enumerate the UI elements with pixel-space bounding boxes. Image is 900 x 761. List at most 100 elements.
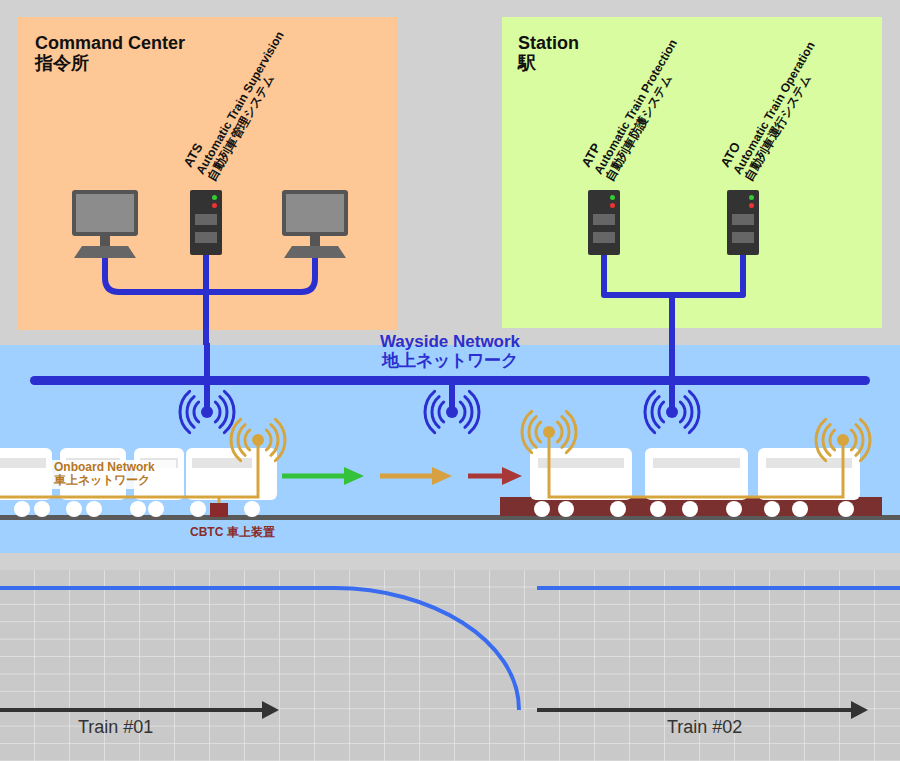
train-1	[192, 458, 252, 468]
train-label: Train #02	[667, 717, 742, 738]
antenna	[562, 417, 569, 448]
train-1	[34, 501, 50, 517]
antenna	[271, 425, 278, 456]
antenna	[536, 422, 541, 442]
device-label: CBTC 車上装置	[190, 524, 275, 541]
panel-heading: Station 駅	[518, 33, 594, 73]
antenna	[652, 397, 659, 428]
network-link	[672, 255, 743, 345]
train-2	[650, 501, 666, 517]
network-link	[604, 255, 672, 345]
monitor	[282, 190, 348, 258]
antenna	[666, 406, 678, 418]
train-2	[682, 501, 698, 517]
antenna	[201, 406, 213, 418]
antenna	[220, 397, 227, 428]
train-2	[726, 501, 742, 517]
train-1	[148, 501, 164, 517]
wayside-network-band: Onboard Network 車上ネットワークWayside Network …	[0, 345, 900, 553]
monitor	[72, 190, 138, 236]
antenna	[252, 434, 264, 446]
station-panel: ATPAutomatic Train Protection 自動列車防護システム…	[502, 17, 882, 328]
train-1	[0, 458, 46, 468]
movement-arrows	[344, 467, 364, 485]
ato-server: ATOAutomatic Train Operation 自動列車運行システム	[727, 190, 759, 255]
network-link	[203, 255, 209, 345]
train-2	[838, 501, 854, 517]
label-box: Command Center 指令所	[35, 33, 220, 73]
antenna	[645, 391, 655, 432]
antenna	[685, 397, 692, 428]
monitor	[284, 246, 346, 258]
network-label: Onboard Network 車上ネットワーク	[54, 461, 174, 488]
drive-bay	[732, 214, 754, 225]
ats-server: ATSAutomatic Train Supervision 自動列車管理システ…	[190, 190, 222, 255]
movement-arrows	[468, 474, 504, 479]
rotated-label: ATOAutomatic Train Operation 自動列車運行システム	[718, 0, 849, 183]
direction-arrow	[851, 701, 868, 719]
antenna	[856, 425, 863, 456]
antenna	[837, 434, 849, 446]
direction-arrow	[262, 701, 279, 719]
drive-bay	[732, 232, 754, 243]
antenna	[543, 426, 555, 438]
monitor-cable	[105, 258, 315, 292]
antenna	[557, 422, 562, 442]
antenna	[465, 397, 472, 428]
command-center-panel: ATSAutomatic Train Supervision 自動列車管理システ…	[18, 17, 398, 330]
train-2	[758, 448, 860, 500]
status-led	[749, 203, 754, 208]
antenna	[823, 425, 830, 456]
train-1	[130, 501, 146, 517]
antenna	[566, 411, 576, 452]
train-1	[66, 501, 82, 517]
train-2	[610, 501, 626, 517]
antenna	[830, 430, 835, 450]
train-1	[190, 501, 206, 517]
status-led	[610, 195, 615, 200]
drive-bay	[593, 232, 615, 243]
train-1	[0, 448, 52, 500]
train-2	[645, 448, 748, 500]
wayside-bus	[30, 376, 870, 385]
system-name: Automatic Train Protection 自動列車防護システム	[592, 5, 710, 183]
track-plan-ground	[0, 570, 900, 761]
movement-arrows	[432, 467, 452, 485]
monitor	[74, 246, 136, 258]
status-led	[610, 203, 615, 208]
antenna	[224, 391, 234, 432]
train-1	[14, 501, 30, 517]
movement-arrows	[380, 474, 434, 479]
status-led	[212, 203, 217, 208]
antenna	[180, 391, 870, 460]
drive-bay	[195, 214, 217, 225]
label-box: Onboard Network 車上ネットワーク	[52, 460, 176, 489]
station-fill	[502, 17, 882, 328]
train-1	[186, 448, 277, 500]
antenna	[439, 402, 444, 422]
monitor	[72, 190, 138, 258]
movement-arrows	[282, 474, 346, 479]
train-2	[792, 501, 808, 517]
drive-bay	[593, 214, 615, 225]
monitor	[76, 194, 134, 232]
antenna	[469, 391, 479, 432]
antenna	[659, 402, 664, 422]
antenna	[194, 402, 199, 422]
monitor	[100, 236, 110, 246]
antenna	[860, 419, 870, 460]
train-1-onboard: Onboard Network 車上ネットワーク	[0, 448, 278, 508]
train-label: Train #01	[78, 717, 153, 738]
monitor	[282, 190, 348, 236]
status-led	[749, 195, 754, 200]
antenna	[231, 419, 241, 460]
panel-heading: Command Center 指令所	[35, 33, 220, 73]
train-2	[764, 501, 780, 517]
train-2	[534, 501, 550, 517]
train-1	[14, 501, 260, 517]
antenna	[425, 391, 435, 432]
antenna	[816, 419, 826, 460]
label-box: Station 駅	[518, 33, 594, 73]
